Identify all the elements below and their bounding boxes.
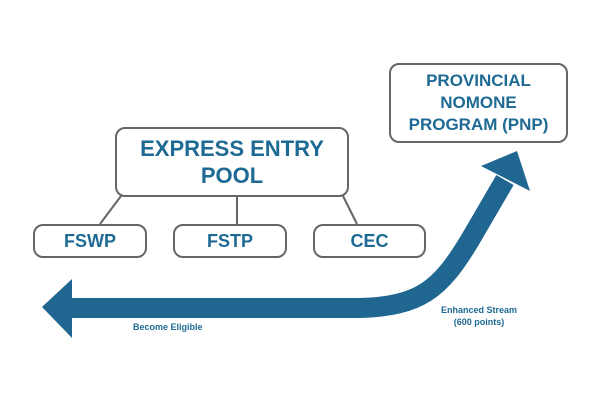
program-box-fswp: FSWP bbox=[33, 224, 147, 258]
express-entry-pool-box: EXPRESS ENTRY POOL bbox=[115, 127, 349, 197]
program-label: FSTP bbox=[206, 230, 253, 251]
become-eligible-label: Become Eligible bbox=[133, 322, 203, 332]
express-entry-title-line-1: EXPRESS ENTRY bbox=[140, 136, 324, 161]
program-box-fstp: FSTP bbox=[173, 224, 287, 258]
pnp-title-line-2: NOMONE bbox=[440, 93, 517, 112]
express-entry-title-line-2: POOL bbox=[200, 163, 264, 188]
program-label: CEC bbox=[350, 230, 389, 251]
connector-cec bbox=[342, 195, 358, 225]
left-arrowhead bbox=[42, 279, 72, 338]
connector-fswp bbox=[99, 195, 122, 225]
program-box-cec: CEC bbox=[313, 224, 426, 258]
enhanced-stream-label: Enhanced Stream (600 points) bbox=[420, 304, 538, 328]
program-label: FSWP bbox=[64, 230, 116, 251]
pnp-title-line-1: PROVINCIAL bbox=[426, 71, 531, 90]
pnp-title-line-3: PROGRAM (PNP) bbox=[408, 115, 549, 134]
eligibility-arrow-shaft bbox=[70, 174, 514, 318]
right-arrowhead bbox=[481, 151, 530, 191]
enhanced-stream-line-1: Enhanced Stream bbox=[440, 305, 518, 315]
pnp-box: PROVINCIAL NOMONE PROGRAM (PNP) bbox=[389, 63, 568, 143]
enhanced-stream-line-2: (600 points) bbox=[453, 317, 505, 327]
